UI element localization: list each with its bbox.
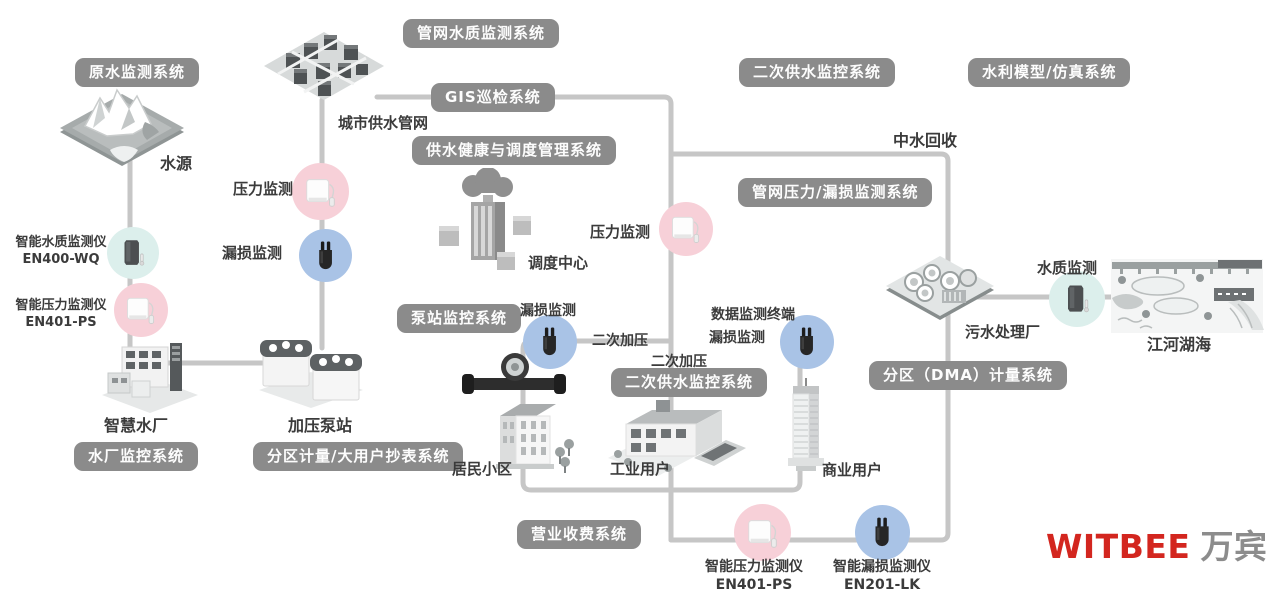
label-smart-water-plant: 智慧水厂 [104,416,169,435]
leak-sensor-node [523,315,577,369]
label-water-source: 水源 [160,154,193,173]
badge-gis-inspection-system: GIS巡检系统 [431,83,555,112]
badge-district-metering-large-user-reading-system: 分区计量/大用户抄表系统 [253,442,464,471]
leak-sensor-icon [309,239,343,273]
device-model: EN401-PS [25,315,97,330]
industrial-user-illustration [598,392,750,480]
device-name: 智能水质监测仪 [15,235,107,250]
label-secondary-pressurize-2: 二次加压 [651,354,707,370]
leak-sensor-node [299,229,352,282]
sewage-treatment-plant-illustration [880,248,1000,334]
device-name: 智能压力监测仪 [15,298,107,313]
badge-business-billing-system: 营业收费系统 [517,520,642,549]
water-quality-sensor-node [107,227,159,279]
pressure-sensor-icon [123,292,159,328]
residential-community-illustration [490,394,578,476]
label-pressure-monitoring-center: 压力监测 [590,223,651,241]
device-model: EN400-WQ [22,252,100,267]
label-pressure-monitoring-left: 压力监测 [233,180,294,198]
label-secondary-pressurize-1: 二次加压 [592,333,648,349]
water-meter-illustration [462,350,567,402]
label-city-supply-pipe-network: 城市供水管网 [338,114,429,132]
pressure-sensor-icon [302,173,340,211]
leak-sensor-icon [865,515,900,550]
pressure-sensor-node [659,202,713,256]
label-residential-community: 居民小区 [452,460,513,478]
badge-secondary-water-supply-monitoring-system-mid: 二次供水监控系统 [611,368,768,397]
label-industrial-user: 工业用户 [610,460,671,478]
pressure-sensor-node [292,163,349,220]
device-label-en401-ps-bottom: 智能压力监测仪 EN401-PS [684,558,824,594]
label-data-monitoring-terminal: 数据监测终端 [711,307,795,323]
label-water-quality-monitoring: 水质监测 [1037,259,1098,277]
pressurize-pump-station-illustration [255,330,367,412]
pressure-sensor-node [114,283,168,337]
device-label-en401-ps-left: 智能压力监测仪 EN401-PS [2,297,120,331]
leak-sensor-icon [533,325,567,359]
dispatch-center-illustration [425,168,543,280]
leak-sensor-node [855,505,910,560]
label-rivers-lakes-seas: 江河湖海 [1147,335,1212,354]
badge-secondary-water-supply-monitoring-system-top: 二次供水监控系统 [739,58,896,87]
badge-water-plant-monitoring-system: 水厂监控系统 [74,442,199,471]
badge-raw-water-monitoring-system: 原水监测系统 [75,58,200,87]
device-label-en201-lk: 智能漏损监测仪 EN201-LK [812,558,952,594]
badge-pipeline-water-quality-monitoring-system: 管网水质监测系统 [403,19,560,48]
label-reclaimed-water-recycle: 中水回收 [893,131,958,150]
device-label-en400-wq: 智能水质监测仪 EN400-WQ [2,234,120,268]
pressure-sensor-icon [668,211,704,247]
water-source-illustration [55,78,190,173]
badge-supply-health-dispatch-management-system: 供水健康与调度管理系统 [412,136,617,165]
badge-pipeline-pressure-leak-monitoring-system: 管网压力/漏损监测系统 [738,178,933,207]
leak-sensor-icon [790,325,824,359]
label-sewage-treatment-plant: 污水处理厂 [965,323,1041,341]
label-commercial-user: 商业用户 [822,461,883,479]
label-leak-monitoring-cluster: 漏损监测 [520,303,576,319]
witbee-logo-cn: 万宾 [1200,527,1266,566]
label-leak-monitoring-left: 漏损监测 [222,244,283,262]
badge-hydraulic-model-simulation-system: 水利模型/仿真系统 [968,58,1131,87]
badge-pump-station-monitoring-system: 泵站监控系统 [397,304,522,333]
device-name: 智能漏损监测仪 [833,559,931,575]
label-leak-monitoring-right: 漏损监测 [709,330,765,346]
pressure-sensor-node [734,504,791,561]
leak-sensor-node [780,315,834,369]
witbee-logo-en: WITBEE [1046,527,1191,566]
label-pressurize-pump-station: 加压泵站 [288,416,353,435]
smart-water-plant-illustration [96,333,204,415]
pressure-sensor-icon [744,514,782,552]
label-dispatch-center: 调度中心 [528,254,589,272]
river-lake-sea-illustration [1110,258,1264,336]
badge-dma-metering-system: 分区（DMA）计量系统 [869,361,1067,390]
commercial-user-illustration [776,378,836,474]
city-pipe-network-illustration [258,26,390,114]
device-name: 智能压力监测仪 [705,559,803,575]
water-quality-sensor-node [1049,271,1105,327]
water-quality-sensor-icon [1059,281,1095,317]
device-model: EN201-LK [843,577,921,593]
water-quality-sensor-icon [116,236,150,270]
device-model: EN401-PS [715,577,793,593]
